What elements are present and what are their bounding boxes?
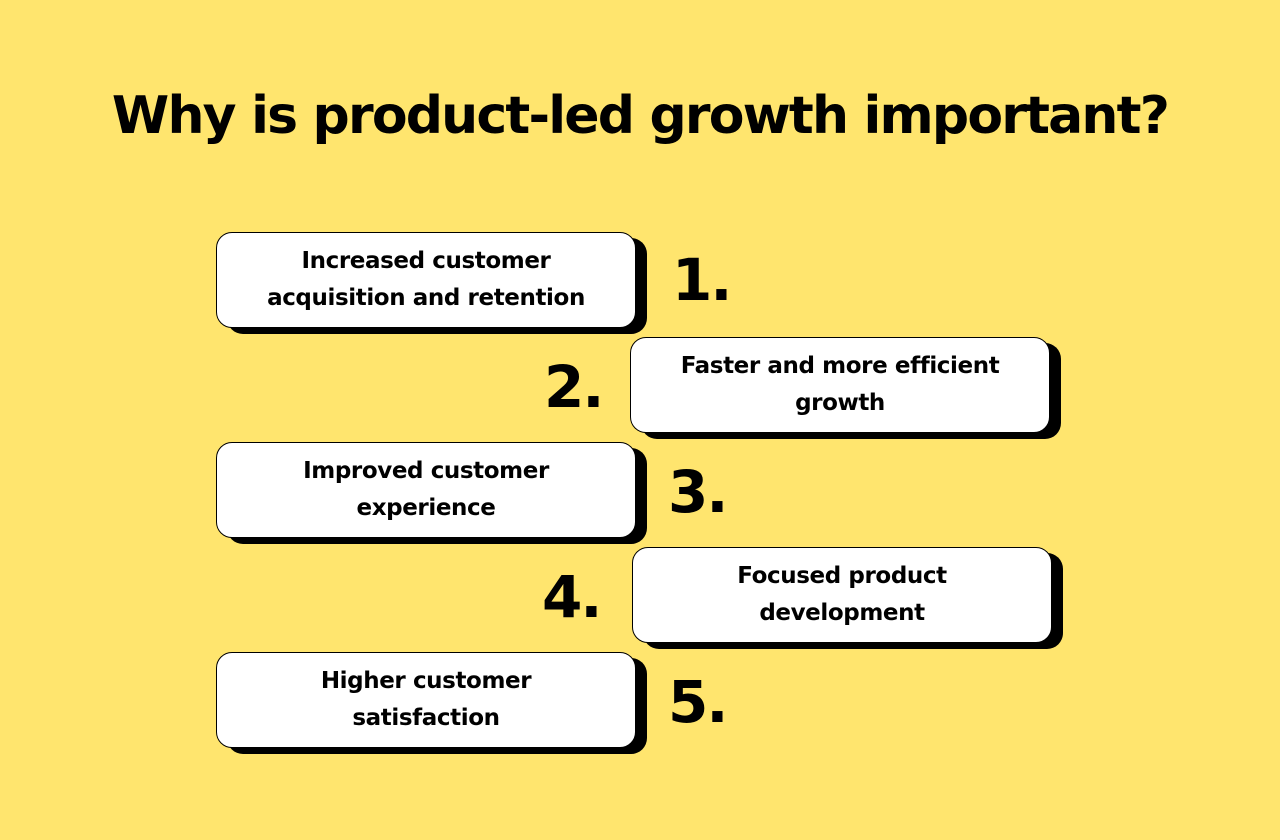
card-label: Higher customer satisfaction — [320, 668, 532, 731]
list-item-card-3: Improved customer experience — [216, 442, 636, 538]
card-label: Focused product development — [737, 563, 947, 626]
list-item-card-4: Focused product development — [632, 547, 1052, 643]
list-item-card-1: Increased customer acquisition and reten… — [216, 232, 636, 328]
card-label: Improved customer experience — [303, 458, 549, 521]
list-item-card-2: Faster and more efficient growth — [630, 337, 1050, 433]
card-label: Increased customer acquisition and reten… — [267, 248, 585, 311]
item-number-5: 5. — [668, 668, 728, 736]
item-number-2: 2. — [544, 353, 604, 421]
card-label: Faster and more efficient growth — [680, 353, 1000, 416]
item-number-4: 4. — [542, 563, 602, 631]
page-title: Why is product-led growth important? — [111, 86, 1170, 146]
item-number-3: 3. — [668, 458, 728, 526]
list-item-card-5: Higher customer satisfaction — [216, 652, 636, 748]
item-number-1: 1. — [672, 246, 732, 314]
